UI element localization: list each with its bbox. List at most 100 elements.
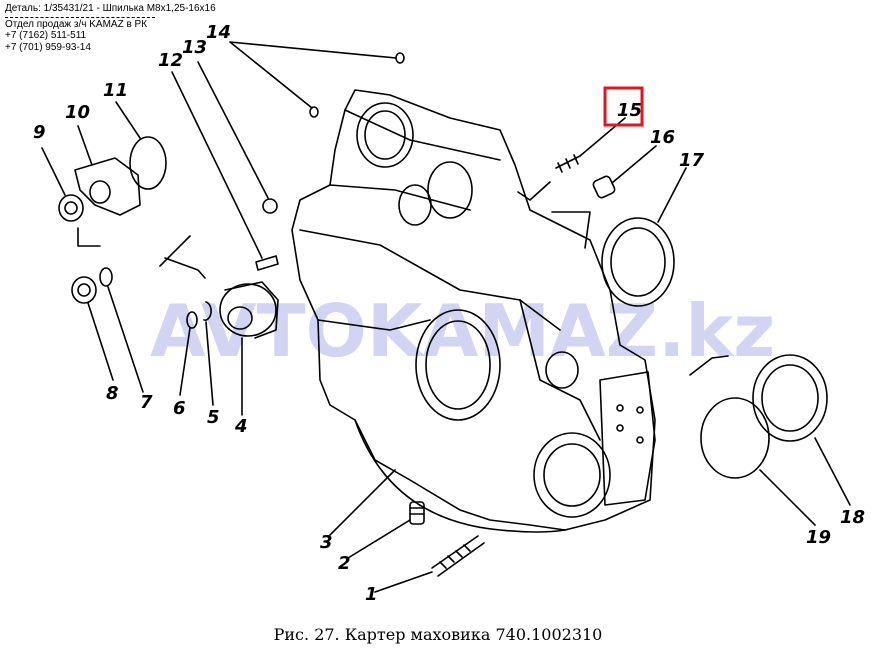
callout-9: 9 [33, 122, 46, 143]
callout-3: 3 [320, 532, 333, 553]
callout-19: 19 [806, 527, 831, 548]
part-1-stud [431, 535, 485, 577]
phone-1: +7 (7162) 511-511 [5, 30, 87, 41]
callout-10: 10 [65, 102, 90, 123]
part-2-thread [409, 507, 425, 515]
part-14-plug [309, 106, 319, 118]
divider [5, 16, 155, 18]
part-17-seal [601, 217, 675, 307]
boss-plug [545, 351, 579, 389]
mid-bore [427, 161, 473, 219]
leader-19 [759, 469, 816, 526]
phone-2: +7 (701) 959-93-14 [5, 41, 91, 53]
callout-17: 17 [679, 150, 705, 171]
leader-11 [115, 101, 141, 139]
housing-rib [317, 319, 431, 331]
housing-hole [636, 406, 644, 414]
part-16-plug [592, 175, 616, 199]
callout-11: 11 [103, 80, 128, 101]
highlight-box [603, 86, 644, 127]
part-9-seal [58, 194, 84, 222]
part-5-ring [203, 301, 212, 321]
callout-16: 16 [650, 127, 675, 148]
upper-bore-inner [364, 110, 406, 160]
housing-side-block [599, 371, 656, 506]
housing-hole [636, 436, 644, 444]
callout-1: 1 [365, 584, 378, 605]
part-4-flange [224, 281, 279, 339]
leader-5 [205, 321, 214, 406]
part-18-seal [752, 354, 828, 442]
leader-7 [107, 286, 144, 393]
housing-lower-shell [354, 419, 566, 533]
part-14-plug [395, 52, 405, 64]
header-info: Деталь: 1/35431/21 - Шпилька М8х1,25-16х… [5, 3, 216, 53]
assembly-line [77, 227, 101, 247]
housing-rib [329, 184, 471, 211]
callout-13: 13 [182, 37, 207, 58]
part-4-seal-housing [219, 283, 277, 337]
lower-bore [533, 432, 611, 518]
callout-5: 5 [207, 407, 220, 428]
housing-outline [291, 89, 656, 531]
callout-12: 12 [158, 50, 183, 71]
leader-12 [171, 71, 263, 259]
watermark: AVTOKAMAZ.kz [150, 289, 775, 373]
part-17-inner [610, 227, 666, 297]
leader-16 [611, 145, 657, 184]
leader-10 [77, 125, 93, 166]
part-7-ring [99, 267, 113, 287]
callout-14: 14 [206, 22, 231, 43]
housing-rib [519, 299, 601, 441]
part-15-stud [555, 154, 581, 173]
housing-hole [616, 424, 624, 432]
part-9-inner [64, 201, 78, 215]
callout-8: 8 [106, 383, 119, 404]
assembly-line [689, 355, 729, 376]
part-10-bracket [74, 157, 141, 216]
part-12-screw [255, 255, 279, 271]
housing-hole [616, 404, 624, 412]
upper-bore [356, 102, 414, 168]
part-18-inner [761, 364, 819, 432]
part-10-bore [89, 180, 111, 204]
part-4-bore [227, 306, 253, 330]
exploded-diagram: AVTOKAMAZ.kz [33, 22, 865, 605]
leader-17 [657, 167, 687, 223]
figure-caption: Рис. 27. Картер маховика 740.1002310 [273, 625, 603, 644]
part-2-stud [409, 501, 425, 525]
sales-dept: Отдел продаж з/ч KAMAZ в РК [5, 18, 148, 30]
part-8-seal [71, 276, 97, 304]
assembly-arrow [517, 181, 551, 201]
callout-7: 7 [140, 392, 153, 413]
assembly-arrow [551, 211, 591, 249]
leader-14 [229, 41, 397, 109]
part-13-plug [262, 198, 278, 214]
crank-bore-inner [425, 320, 491, 410]
callout-6: 6 [173, 398, 186, 419]
part-1-thread [439, 544, 471, 569]
leader-8 [87, 302, 114, 381]
leader-2 [347, 519, 411, 559]
leader-9 [41, 147, 66, 196]
part-8-inner [77, 283, 91, 297]
part-11-ring [129, 136, 167, 190]
callout-4: 4 [234, 416, 248, 437]
leader-6 [179, 327, 191, 396]
leader-1 [374, 571, 433, 593]
small-bore [398, 184, 432, 226]
part-19-ring [700, 397, 770, 479]
housing-rib [344, 109, 501, 161]
leader-18 [814, 437, 851, 506]
callout-2: 2 [338, 553, 351, 574]
leader-13 [197, 61, 269, 199]
lower-bore-inner [543, 443, 601, 507]
crank-bore [415, 309, 501, 421]
part-6-bushing [186, 311, 198, 329]
housing-rib [299, 229, 561, 331]
callout-15: 15 [617, 100, 642, 121]
assembly-line [159, 235, 206, 279]
callout-18: 18 [840, 507, 865, 528]
detail-line: Деталь: 1/35431/21 - Шпилька М8х1,25-16х… [5, 3, 216, 14]
leader-3 [329, 469, 396, 536]
